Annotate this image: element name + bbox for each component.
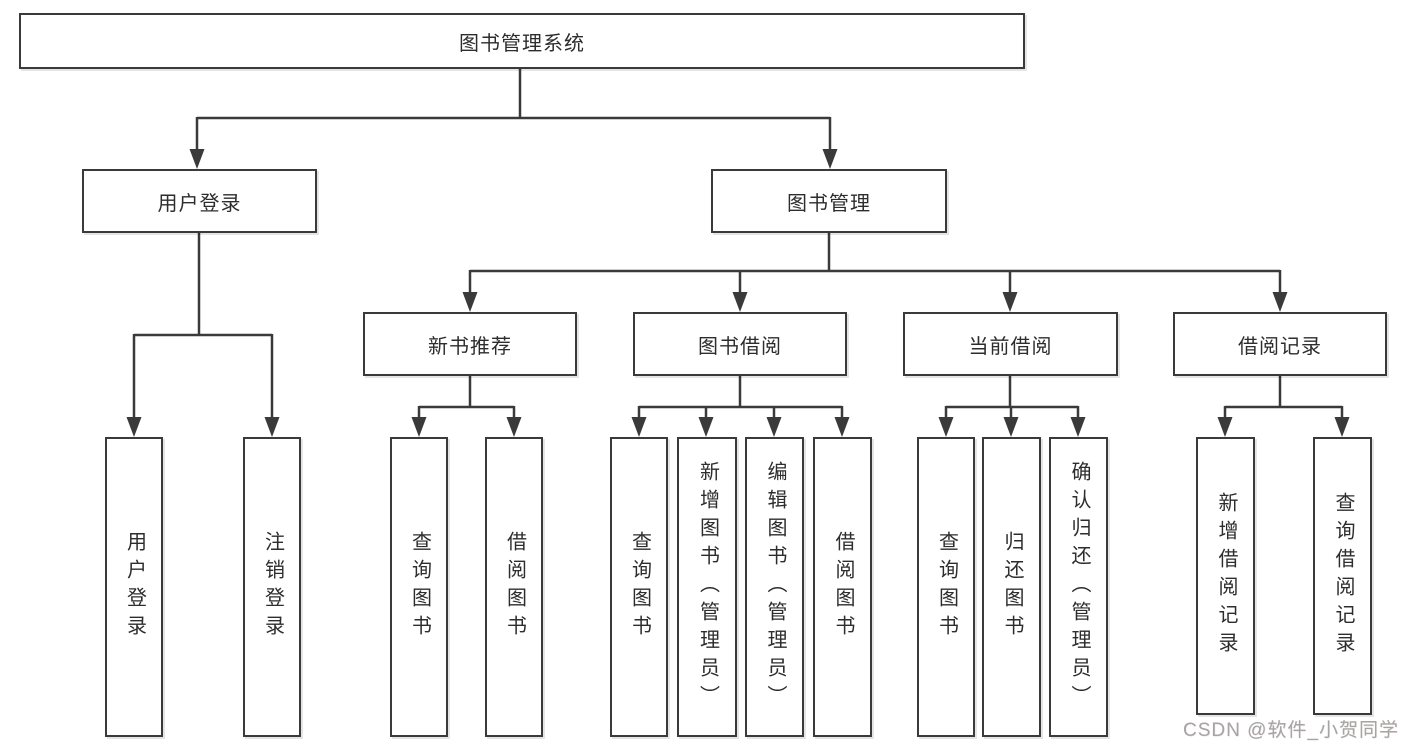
leaf-query-books-borrow-label: 查询图书: [628, 531, 651, 643]
leaf-return-book-label: 归还图书: [1001, 531, 1023, 643]
leaf-query-books-current: 查询图书: [917, 437, 975, 737]
leaf-add-book-admin: 新增图书（管理员）: [677, 437, 737, 737]
leaf-confirm-return-admin-label: 确认归还（管理员）: [1068, 461, 1090, 713]
leaf-borrow-books: 借阅图书: [813, 437, 872, 737]
leaf-borrow-books-recommend: 借阅图书: [485, 437, 543, 737]
leaf-logout-label: 注销登录: [261, 531, 284, 643]
leaf-borrow-books-recommend-label: 借阅图书: [503, 531, 526, 643]
leaf-return-book: 归还图书: [982, 437, 1041, 737]
leaf-edit-book-admin: 编辑图书（管理员）: [745, 437, 804, 737]
node-new-book-recommend-label: 新书推荐: [428, 335, 512, 358]
leaf-add-borrow-record-label: 新增借阅记录: [1215, 492, 1237, 660]
node-borrow-records-label: 借阅记录: [1238, 335, 1322, 358]
leaf-query-books-recommend-label: 查询图书: [408, 531, 431, 643]
node-book-borrow: 图书借阅: [633, 312, 847, 376]
arrowheads: [126, 149, 1350, 437]
csdn-watermark: CSDN @软件_小贺同学: [1183, 720, 1399, 741]
leaf-borrow-books-label: 借阅图书: [832, 531, 854, 643]
node-new-book-recommend: 新书推荐: [363, 312, 577, 376]
leaf-confirm-return-admin: 确认归还（管理员）: [1049, 437, 1108, 737]
leaf-edit-book-admin-label: 编辑图书（管理员）: [764, 461, 786, 713]
leaf-logout: 注销登录: [243, 437, 301, 737]
node-user-login-label: 用户登录: [157, 192, 242, 215]
leaf-query-books-current-label: 查询图书: [935, 531, 958, 643]
leaf-add-borrow-record: 新增借阅记录: [1196, 437, 1255, 715]
leaf-query-borrow-record-label: 查询借阅记录: [1332, 492, 1354, 660]
leaf-user-login-label: 用户登录: [123, 531, 146, 643]
node-book-management: 图书管理: [711, 169, 947, 233]
node-book-management-label: 图书管理: [787, 192, 871, 215]
node-current-borrow-label: 当前借阅: [968, 335, 1053, 358]
leaf-add-book-admin-label: 新增图书（管理员）: [696, 461, 719, 713]
leaf-user-login: 用户登录: [105, 437, 163, 737]
leaf-query-books-recommend: 查询图书: [390, 437, 448, 737]
node-current-borrow: 当前借阅: [903, 312, 1118, 376]
node-root: 图书管理系统: [19, 13, 1025, 69]
leaf-query-books-borrow: 查询图书: [610, 437, 668, 737]
leaf-query-borrow-record: 查询借阅记录: [1313, 437, 1372, 715]
node-book-borrow-label: 图书借阅: [698, 335, 782, 358]
node-user-login: 用户登录: [82, 169, 317, 233]
node-borrow-records: 借阅记录: [1173, 312, 1387, 376]
node-root-label: 图书管理系统: [459, 32, 585, 55]
